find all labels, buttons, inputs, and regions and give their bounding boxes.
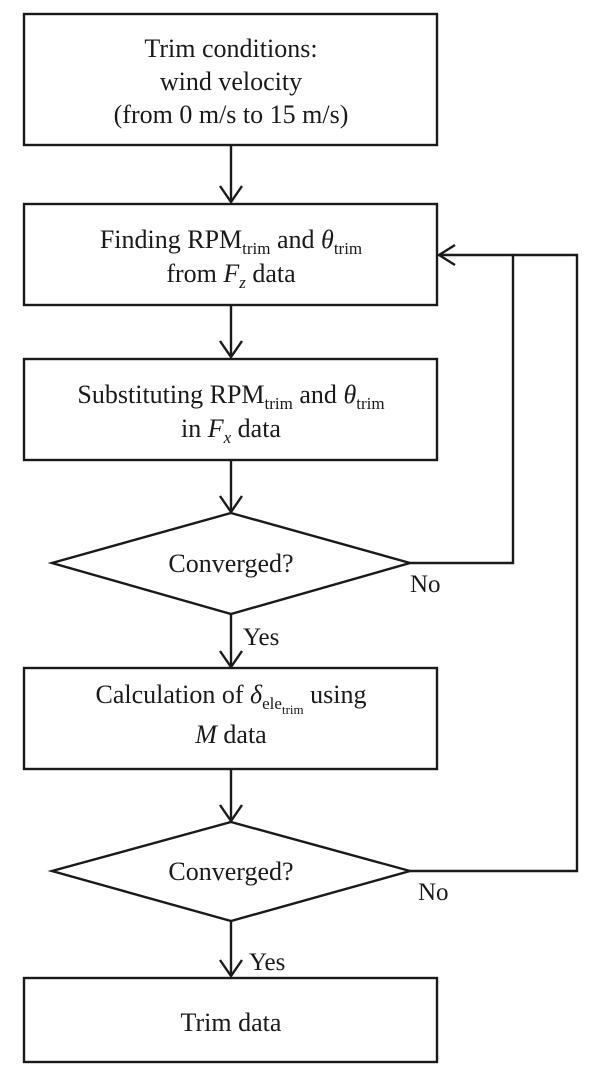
decision-2-label: Converged? [168,857,293,886]
finding-trim-line-1: Finding RPMtrim and θtrim [100,225,362,258]
arrow-yes-2: Yes [219,921,285,979]
calculation-moment-symbol: M [194,720,218,749]
calculation-line-1: Calculation of δeletrim using [96,680,367,717]
arrow-yes-1: Yes [219,614,279,670]
calculation-of-text: Calculation of [96,680,251,709]
decision-1-label: Converged? [168,549,293,578]
substituting-force-subscript: x [223,428,232,447]
substituting-data-text: data [231,414,281,443]
substituting-and-text: and [293,380,344,409]
finding-trim-box: Finding RPMtrim and θtrim from Fz data [22,202,439,307]
finding-theta-subscript: trim [334,239,362,258]
calculation-delta-symbol: δ [250,680,263,709]
decision-2-yes-label: Yes [249,949,285,976]
trim-conditions-line-3: (from 0 m/s to 15 m/s) [114,100,349,129]
calculation-data-text: data [217,720,267,749]
substituting-rpm-text: Substituting RPM [77,380,264,409]
calculation-box: Calculation of δeletrim using M data [22,666,439,771]
finding-force-symbol: F [222,259,240,288]
finding-force-subscript: z [238,273,246,292]
decision-1-yes-label: Yes [243,624,279,651]
finding-rpm-text: Finding RPM [100,225,242,254]
loop-no-2: No [410,253,579,906]
finding-from-text: from [166,259,223,288]
arrow-conditions-to-finding [219,145,243,205]
calculation-using-text: using [304,680,367,709]
substituting-in-text: in [181,414,208,443]
loop-no-1: No [410,243,515,598]
trim-conditions-line-1: Trim conditions: [144,34,317,63]
calculation-delta-subscript: ele [262,694,282,713]
trim-data-box: Trim data [22,976,439,1064]
decision-2-no-label: No [418,879,449,906]
trim-conditions-box: Trim conditions: wind velocity (from 0 m… [22,12,439,147]
substituting-line-2: in Fx data [181,414,281,447]
arrow-finding-to-substituting [219,305,243,360]
arrow-substituting-to-decision-1 [219,460,243,515]
finding-trim-line-2: from Fz data [166,259,296,292]
trim-conditions-line-2: wind velocity [160,67,302,96]
substituting-rpm-subscript: trim [265,394,293,413]
trim-data-label: Trim data [181,1008,282,1037]
substituting-theta-symbol: θ [343,380,356,409]
substituting-force-symbol: F [207,414,225,443]
finding-rpm-subscript: trim [242,239,270,258]
decision-converged-1: Converged? [47,511,415,616]
arrow-calculation-to-decision-2 [219,769,243,824]
calculation-delta-subsubscript: trim [282,702,304,717]
substituting-box: Substituting RPMtrim and θtrim in Fx dat… [22,357,439,462]
substituting-theta-subscript: trim [356,394,384,413]
finding-and-text: and [271,225,322,254]
decision-1-no-label: No [410,571,441,598]
decision-converged-2: Converged? [47,820,415,923]
finding-theta-symbol: θ [321,225,334,254]
substituting-line-1: Substituting RPMtrim and θtrim [77,380,384,413]
calculation-line-2: M data [194,720,267,749]
finding-data-text: data [246,259,296,288]
